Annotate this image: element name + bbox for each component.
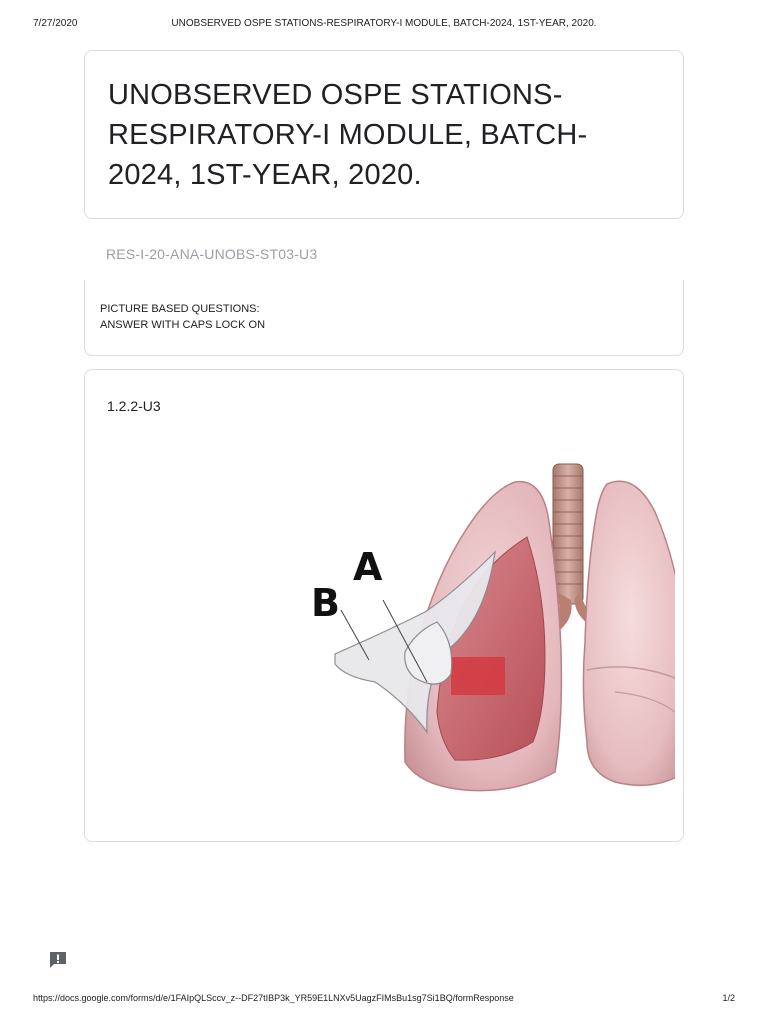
question-label: 1.2.2-U3 <box>107 398 161 414</box>
question-card: 1.2.2-U3 <box>84 369 684 842</box>
form-title-card: UNOBSERVED OSPE STATIONS-RESPIRATORY-I M… <box>84 50 684 219</box>
form-title: UNOBSERVED OSPE STATIONS-RESPIRATORY-I M… <box>108 79 588 191</box>
lung-diagram-image: A B <box>311 463 675 792</box>
print-header: 7/27/2020 UNOBSERVED OSPE STATIONS-RESPI… <box>33 18 735 32</box>
print-title: UNOBSERVED OSPE STATIONS-RESPIRATORY-I M… <box>171 18 597 29</box>
label-a: A <box>353 545 383 589</box>
section-description-card: PICTURE BASED QUESTIONS: ANSWER WITH CAP… <box>84 280 684 356</box>
section-id: RES-I-20-ANA-UNOBS-ST03-U3 <box>106 246 318 262</box>
print-date: 7/27/2020 <box>33 18 78 29</box>
pleura-flap-a <box>404 621 453 685</box>
print-url[interactable]: https://docs.google.com/forms/d/e/1FAIpQ… <box>33 993 514 1003</box>
description-line-2: ANSWER WITH CAPS LOCK ON <box>100 319 266 331</box>
right-lung-shape <box>582 480 675 787</box>
description-line-1: PICTURE BASED QUESTIONS: <box>100 303 260 315</box>
page-number: 1/2 <box>722 993 735 1003</box>
feedback-icon[interactable] <box>48 950 68 970</box>
print-footer: https://docs.google.com/forms/d/e/1FAIpQ… <box>33 993 735 1007</box>
label-b: B <box>311 581 340 625</box>
